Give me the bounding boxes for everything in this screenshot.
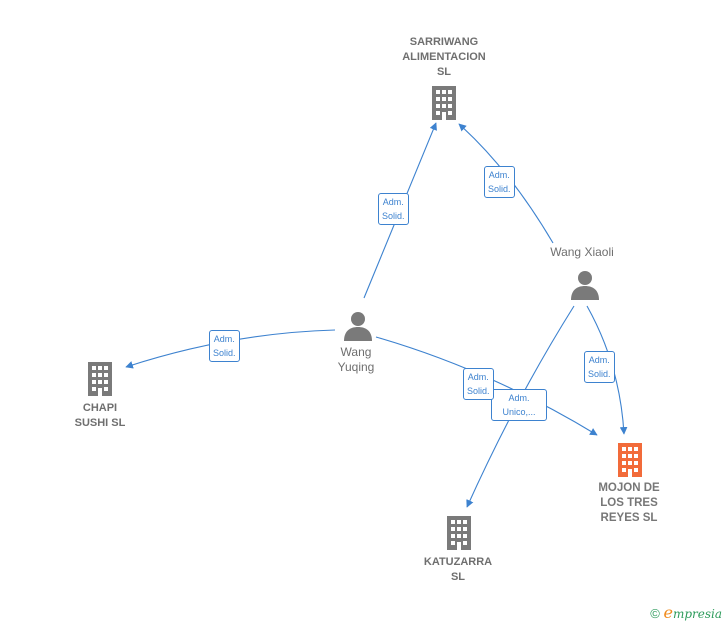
edge-label-xiaoli-mojon[interactable]: Adm. Solid. xyxy=(584,351,615,383)
wang-yuqing-label[interactable]: Wang Yuqing xyxy=(291,345,421,375)
wang-xiaoli-person-icon[interactable] xyxy=(571,271,599,300)
mojon-label-line2: LOS TRES xyxy=(600,497,658,509)
edge-label-line2: Solid. xyxy=(467,386,490,396)
sarriwang-label-line1: SARRIWANG xyxy=(409,36,479,48)
sarriwang-label-line2: ALIMENTACION xyxy=(402,51,486,63)
edge-label-yuqing-sarriwang[interactable]: Adm. Solid. xyxy=(378,193,409,225)
edge-label-xiaoli-katuzarra[interactable]: Adm. Unico,... xyxy=(491,389,547,421)
katuzarra-label-line1: KATUZARRA xyxy=(423,556,493,568)
wang-yuqing-person-icon[interactable] xyxy=(344,312,372,341)
edge-label-line2: Solid. xyxy=(213,348,236,358)
empresia-watermark: © empresia xyxy=(650,603,722,622)
mojon-label-line1: MOJON DE xyxy=(598,482,660,494)
edge-label-line1: Adm. xyxy=(588,355,610,365)
sarriwang-building-icon[interactable] xyxy=(432,86,456,120)
sarriwang-label[interactable]: SARRIWANG ALIMENTACION SL xyxy=(379,35,509,80)
edge-label-line1: Adm. xyxy=(508,393,530,403)
edge-label-line1: Adm. xyxy=(213,334,235,344)
copyright-icon: © xyxy=(650,606,660,621)
edge-label-line2: Solid. xyxy=(588,369,611,379)
edge-label-line1: Adm. xyxy=(467,372,489,382)
katuzarra-label[interactable]: KATUZARRA SL xyxy=(393,555,523,585)
katuzarra-building-icon[interactable] xyxy=(447,516,471,550)
edge-label-yuqing-mojon[interactable]: Adm. Solid. xyxy=(463,368,494,400)
sarriwang-label-line3: SL xyxy=(436,66,452,78)
edge-label-line2: Unico,... xyxy=(502,407,536,417)
wang-yuqing-label-line1: Wang xyxy=(340,345,372,359)
edge-label-line1: Adm. xyxy=(382,197,404,207)
wang-xiaoli-label-line1: Wang Xiaoli xyxy=(550,245,614,259)
chapi-building-icon[interactable] xyxy=(88,362,112,396)
brand-e: e xyxy=(663,603,673,622)
edge-label-yuqing-chapi[interactable]: Adm. Solid. xyxy=(209,330,240,362)
mojon-building-icon[interactable] xyxy=(618,443,642,477)
katuzarra-label-line2: SL xyxy=(450,571,466,583)
wang-yuqing-label-line2: Yuqing xyxy=(337,360,375,374)
mojon-label-line3: REYES SL xyxy=(600,512,658,524)
chapi-label-line1: CHAPI xyxy=(82,402,118,414)
edge-label-xiaoli-sarriwang[interactable]: Adm. Solid. xyxy=(484,166,515,198)
brand-rest: mpresia xyxy=(672,607,722,621)
chapi-label[interactable]: CHAPI SUSHI SL xyxy=(35,401,165,431)
edge-label-line2: Solid. xyxy=(382,211,405,221)
mojon-label[interactable]: MOJON DE LOS TRES REYES SL xyxy=(564,481,694,526)
wang-xiaoli-label[interactable]: Wang Xiaoli xyxy=(517,245,647,260)
edge-label-line1: Adm. xyxy=(488,170,510,180)
edge-label-line2: Solid. xyxy=(488,184,511,194)
chapi-label-line2: SUSHI SL xyxy=(74,417,126,429)
